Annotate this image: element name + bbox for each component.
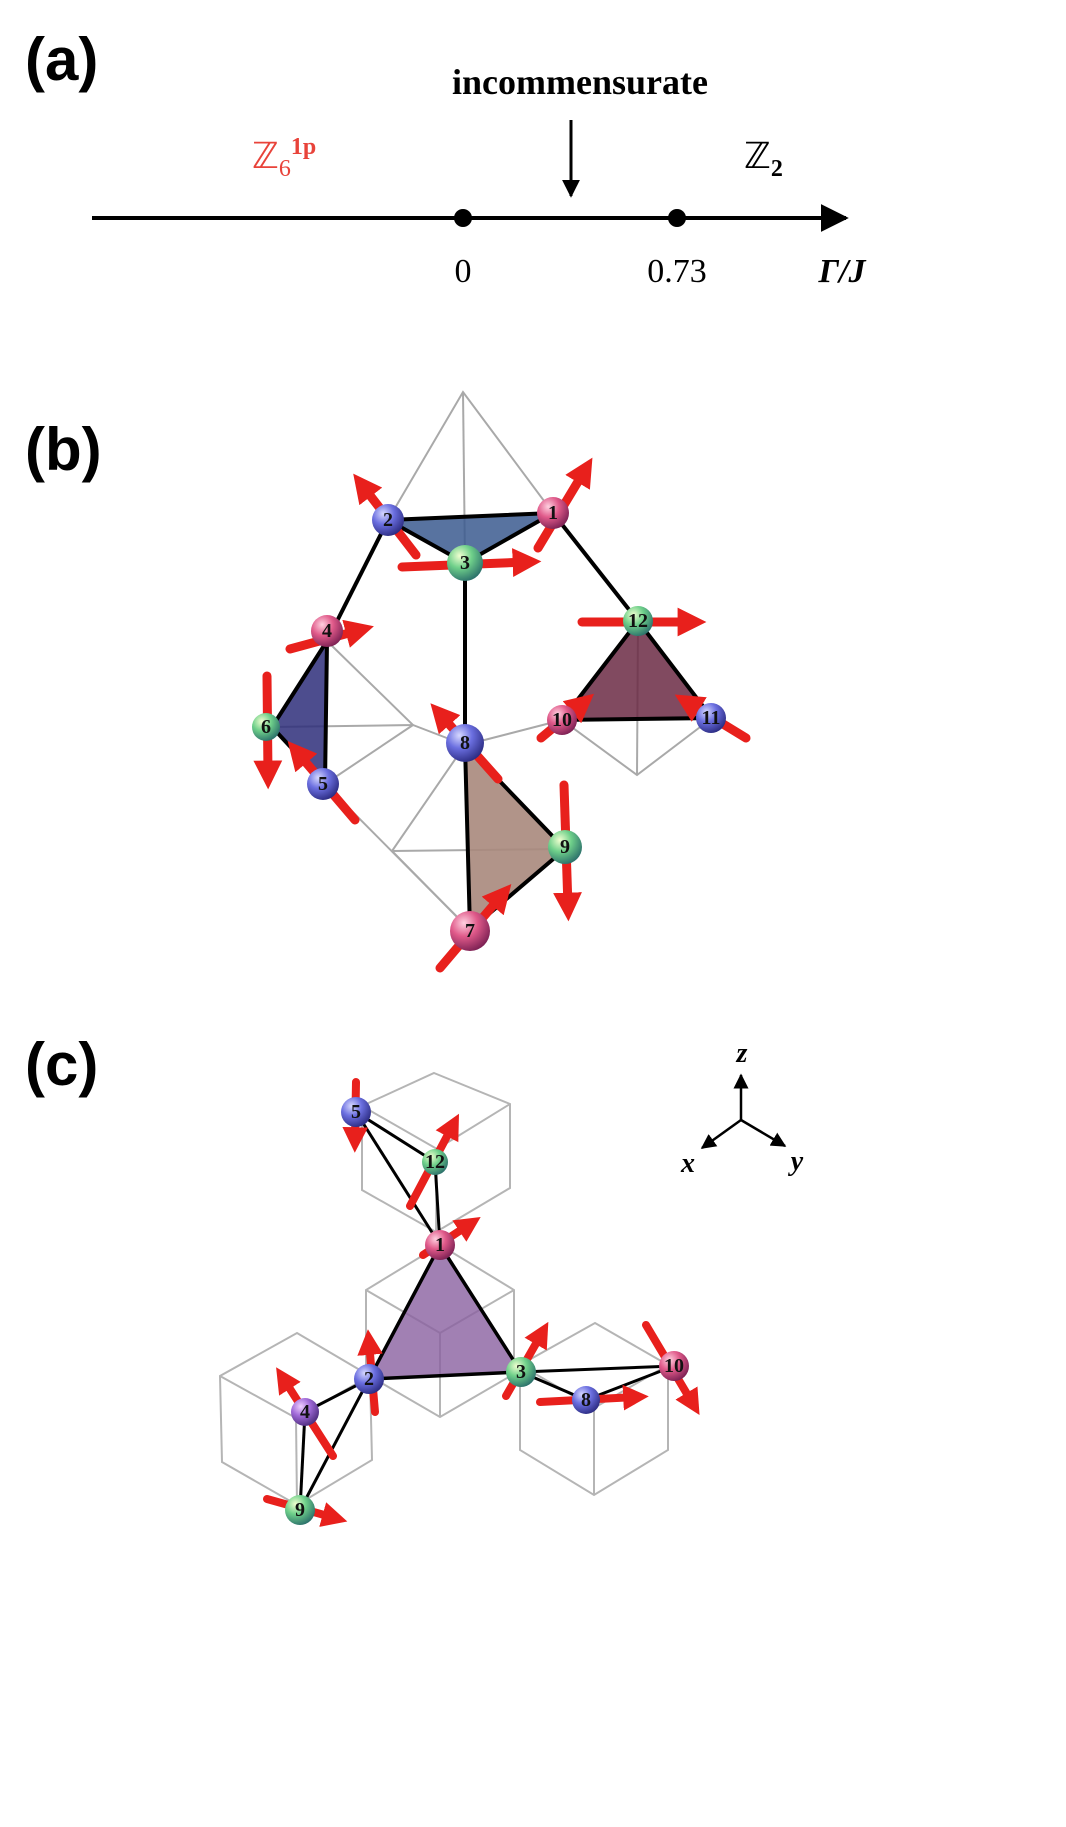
- svg-text:5: 5: [318, 773, 328, 795]
- tick-label-0: 0: [455, 253, 472, 290]
- svg-text:5: 5: [351, 1101, 361, 1123]
- panel-label-a: (a): [25, 26, 98, 93]
- site-c-3: 3: [506, 1357, 536, 1387]
- svg-text:6: 6: [261, 716, 271, 738]
- phase-diagram: incommensurate ℤ61p ℤ2 0 0.73 Γ/J: [92, 62, 866, 290]
- site-b-10: 10: [547, 705, 577, 735]
- svg-text:12: 12: [628, 610, 648, 632]
- site-b-8: 8: [446, 724, 484, 762]
- site-b-1: 1: [537, 497, 569, 529]
- site-b-2: 2: [372, 504, 404, 536]
- axis-y-label: y: [788, 1146, 804, 1177]
- svg-text:2: 2: [383, 509, 393, 531]
- site-c-1: 1: [425, 1230, 455, 1260]
- svg-text:4: 4: [300, 1401, 310, 1423]
- site-c-9: 9: [285, 1495, 315, 1525]
- svg-text:7: 7: [465, 920, 475, 942]
- site-b-9: 9: [548, 830, 582, 864]
- tick-label-073: 0.73: [647, 253, 707, 290]
- incommensurate-label: incommensurate: [452, 62, 708, 102]
- site-c-8: 8: [572, 1386, 600, 1414]
- site-b-12: 12: [623, 606, 653, 636]
- site-c-2: 2: [354, 1364, 384, 1394]
- axis-z-label: z: [736, 1038, 748, 1069]
- svg-text:1: 1: [548, 502, 558, 524]
- svg-text:2: 2: [364, 1368, 374, 1390]
- panel-c-structure: z x y: [218, 1038, 804, 1527]
- site-c-12: 12: [422, 1149, 448, 1175]
- svg-text:10: 10: [664, 1355, 684, 1377]
- svg-text:8: 8: [581, 1389, 591, 1411]
- triangle-1-2-3: [366, 1241, 525, 1381]
- svg-text:10: 10: [552, 709, 572, 731]
- site-c-5: 5: [341, 1097, 371, 1127]
- svg-text:12: 12: [425, 1151, 445, 1173]
- atoms-b: 1 2 3 4 5 6 7 8 9 10 11 12: [252, 497, 726, 951]
- z2-phase-label: ℤ2: [744, 136, 783, 182]
- z6-phase-label: ℤ61p: [252, 134, 316, 182]
- svg-text:3: 3: [460, 552, 470, 574]
- site-b-11: 11: [696, 703, 726, 733]
- panel-label-c: (c): [25, 1031, 98, 1098]
- panel-label-b: (b): [25, 416, 102, 483]
- site-b-7: 7: [450, 911, 490, 951]
- panel-b-structure: 1 2 3 4 5 6 7 8 9 10 11 12: [252, 390, 751, 973]
- svg-text:4: 4: [322, 620, 332, 642]
- triangle-123: [380, 511, 554, 566]
- triangle-10-11-12: [557, 617, 717, 723]
- axis-x-label: x: [680, 1148, 695, 1179]
- transition-point-073: [668, 209, 686, 227]
- coordinate-axes: z x y: [680, 1038, 804, 1179]
- triangle-456: [269, 634, 330, 790]
- site-c-4: 4: [291, 1398, 319, 1426]
- axis-label-gamma-j: Γ/J: [818, 253, 867, 290]
- svg-text:3: 3: [516, 1361, 526, 1383]
- svg-text:8: 8: [460, 732, 470, 754]
- svg-text:1: 1: [435, 1234, 445, 1256]
- site-b-4: 4: [311, 615, 343, 647]
- spins-c: [263, 1078, 700, 1527]
- bonds-c: [298, 1110, 675, 1511]
- site-b-6: 6: [252, 713, 280, 741]
- svg-text:9: 9: [560, 836, 570, 858]
- site-c-10: 10: [659, 1351, 689, 1381]
- svg-text:11: 11: [702, 707, 721, 729]
- triangle-789: [462, 739, 568, 935]
- site-b-5: 5: [307, 768, 339, 800]
- site-b-3: 3: [447, 545, 483, 581]
- transition-point-0: [454, 209, 472, 227]
- atoms-c: 5 12 1 2 3 4 8 10 9: [285, 1097, 689, 1525]
- svg-text:9: 9: [295, 1499, 305, 1521]
